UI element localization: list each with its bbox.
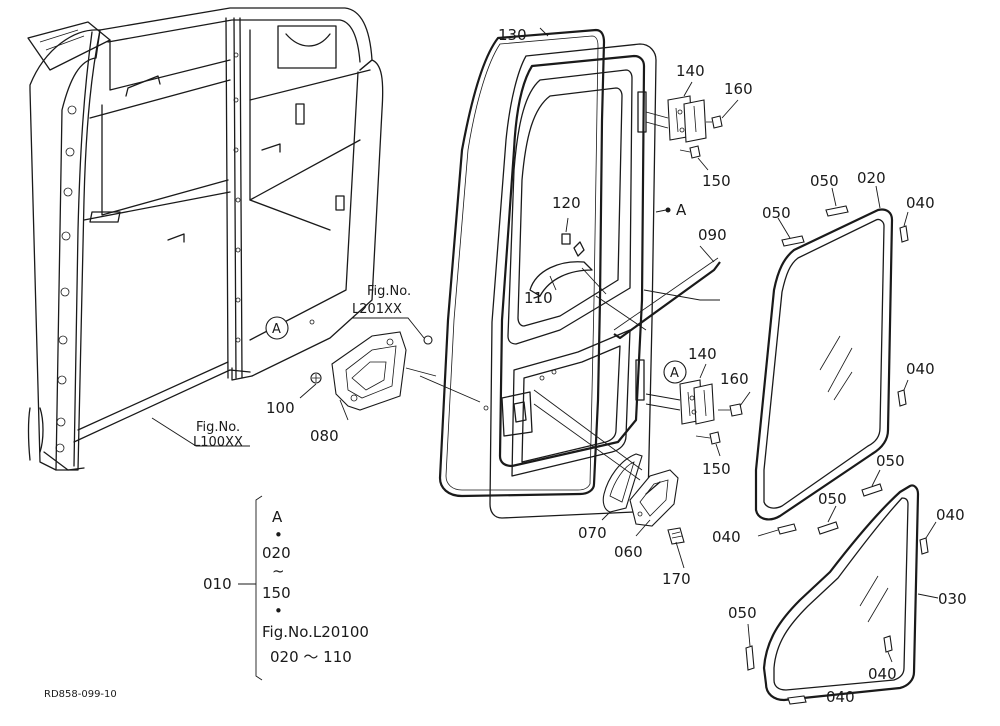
label-050-e: 050 [728, 604, 757, 622]
clips-050-upper [777, 187, 849, 247]
label-030: 030 [938, 590, 967, 608]
bolts-lower [695, 391, 751, 457]
label-140-lower: 140 [688, 345, 717, 363]
label-040-c: 040 [712, 528, 741, 546]
fig-ref-upper-line1: Fig.No. [367, 284, 411, 299]
label-160-upper: 160 [724, 80, 753, 98]
hinge-140-lower: A [645, 360, 715, 425]
label-040-f: 040 [826, 688, 855, 706]
legend-dot-2: • [274, 602, 283, 620]
glass-030 [762, 484, 920, 702]
legend-dot-1: • [274, 526, 283, 544]
marker-a-hinge: A [670, 366, 679, 381]
seal-strip-090 [595, 245, 721, 340]
label-050-b: 050 [762, 204, 791, 222]
pins-040-lower [787, 521, 937, 705]
marker-a-door-dot [665, 207, 671, 213]
bolts-upper [679, 99, 739, 171]
label-040-e: 040 [868, 665, 897, 683]
legend-line3: 150 [262, 584, 291, 602]
door-panel [483, 43, 657, 519]
latch-plate-080 [299, 331, 481, 421]
label-160-lower: 160 [720, 370, 749, 388]
legend-line2: 020 [262, 544, 291, 562]
label-020: 020 [857, 169, 886, 187]
label-040-a: 040 [906, 194, 935, 212]
label-040-b: 040 [906, 360, 935, 378]
legend-line1: A [272, 508, 283, 526]
legend-tilde: ~ [272, 562, 285, 580]
fig-ref-lower-line2: L100XX [193, 435, 243, 450]
cab-frame: A [27, 7, 384, 471]
fig-ref-upper-line2: L201XX [352, 302, 402, 317]
label-150-lower: 150 [702, 460, 731, 478]
label-010: 010 [203, 575, 232, 593]
clips-050-lower [745, 469, 883, 671]
marker-a-door: A [676, 201, 687, 219]
label-060: 060 [614, 543, 643, 561]
glass-020 [754, 208, 894, 521]
label-100: 100 [266, 399, 295, 417]
marker-a-frame: A [272, 322, 281, 337]
label-080: 080 [310, 427, 339, 445]
legend-line5: 020 ～ 110 [270, 648, 352, 666]
label-040-d: 040 [936, 506, 965, 524]
label-050-c: 050 [876, 452, 905, 470]
label-110: 110 [524, 289, 553, 307]
label-130: 130 [498, 26, 527, 44]
label-070: 070 [578, 524, 607, 542]
label-050-d: 050 [818, 490, 847, 508]
label-120: 120 [552, 194, 581, 212]
weatherstrip-130 [438, 28, 606, 498]
assembly-legend: 010 A • 020 ~ 150 • Fig.No.L20100 020 ～ … [203, 495, 369, 681]
label-090: 090 [698, 226, 727, 244]
label-140-upper: 140 [676, 62, 705, 80]
outer-handle-assembly [533, 389, 685, 569]
label-050-a: 050 [810, 172, 839, 190]
inner-handle-110 [529, 217, 607, 299]
label-150-upper: 150 [702, 172, 731, 190]
fig-ref-lower: Fig.No. L100XX [151, 417, 250, 450]
fig-ref-lower-line1: Fig.No. [196, 420, 240, 435]
fig-ref-upper: Fig.No. L201XX [352, 284, 425, 339]
hinge-140-upper [645, 81, 707, 143]
label-170: 170 [662, 570, 691, 588]
drawing-code: RD858-099-10 [44, 689, 117, 700]
pins-040-upper [757, 211, 909, 537]
legend-line4: Fig.No.L20100 [262, 623, 369, 641]
